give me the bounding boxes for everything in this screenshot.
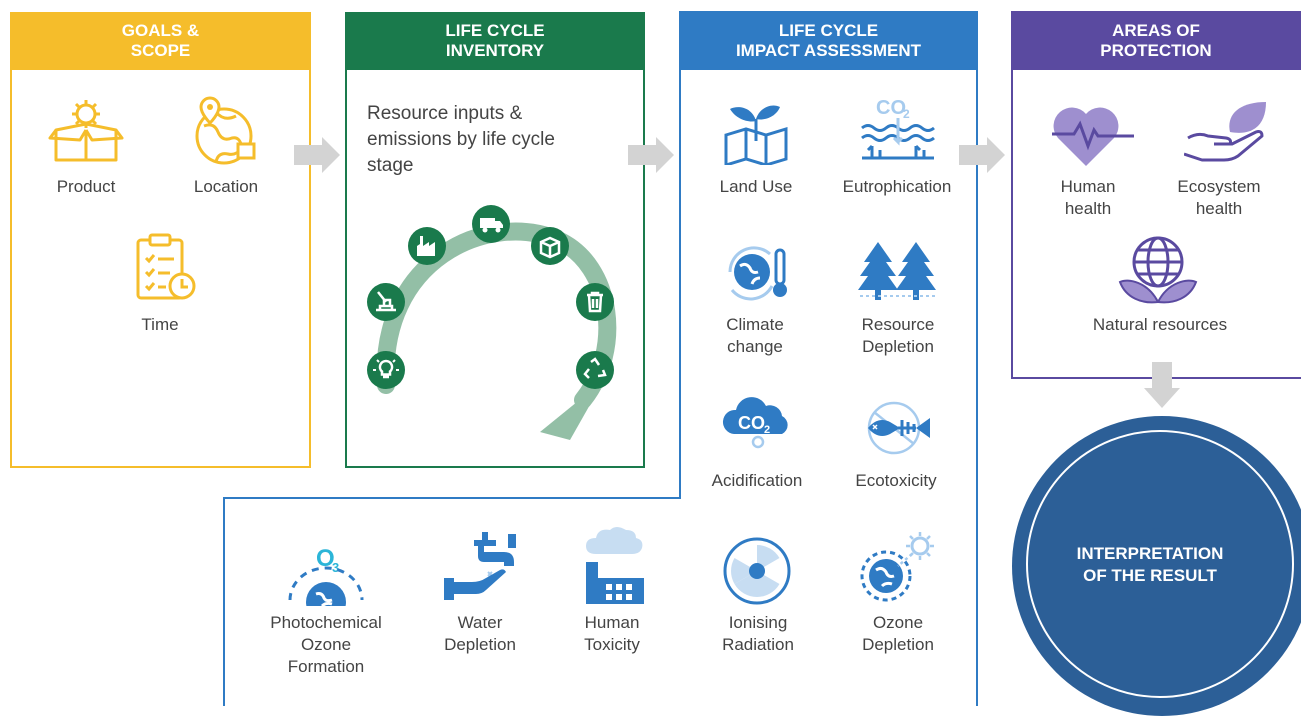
flow-arrow-1 <box>294 137 342 173</box>
interpretation-text: INTERPRETATION OF THE RESULT <box>1030 543 1270 587</box>
svg-text:CO: CO <box>738 413 765 433</box>
human-health-heart-icon <box>1048 104 1136 168</box>
ionising-radiation-icon <box>722 536 792 606</box>
location-label: Location <box>193 177 259 196</box>
ozone-depletion-icon <box>858 530 938 604</box>
transport-truck-icon <box>471 204 511 244</box>
natural-resources-label: Natural resources <box>1092 315 1228 334</box>
water-depletion-tap-icon <box>442 528 522 604</box>
svg-text:CO: CO <box>876 97 906 119</box>
inventory-description: Resource inputs & emissions by life cycl… <box>367 103 555 176</box>
protection-title-line2: PROTECTION <box>1100 41 1212 60</box>
acidification-cloud-co2-icon: CO 2 <box>720 396 796 452</box>
photochemical-ozone-icon: O 3 <box>284 540 368 606</box>
flow-arrow-down <box>1144 362 1180 408</box>
recycle-icon <box>575 350 615 390</box>
acidification-label: Acidification <box>711 471 803 490</box>
clipboard-clock-icon <box>134 232 198 304</box>
idea-bulb-icon <box>366 350 406 390</box>
inventory-title-line1: LIFE CYCLE <box>445 21 545 40</box>
ecotoxicity-label: Ecotoxicity <box>855 471 937 490</box>
resource-depletion-trees-icon <box>858 238 938 304</box>
product-box-gear-icon <box>48 96 124 166</box>
land-use-icon <box>720 97 792 165</box>
human-toxicity-factory-icon <box>576 526 648 606</box>
impact-title-line1: LIFE CYCLE <box>778 21 879 40</box>
goals-scope-header: GOALS & SCOPE <box>10 12 311 70</box>
protection-header: AREAS OF PROTECTION <box>1011 12 1301 70</box>
factory-icon <box>407 226 447 266</box>
product-label: Product <box>56 177 116 196</box>
interpretation-line2: OF THE RESULT <box>1083 566 1217 585</box>
natural-resources-globe-leaves-icon <box>1118 234 1198 306</box>
ecotoxicity-fish-icon <box>862 400 934 456</box>
impact-title-line2: IMPACT ASSESSMENT <box>735 41 922 60</box>
svg-text:3: 3 <box>332 560 339 575</box>
interpretation-line1: INTERPRETATION <box>1076 544 1224 563</box>
flow-arrow-3 <box>959 137 1007 173</box>
inventory-header: LIFE CYCLE INVENTORY <box>345 12 645 70</box>
svg-text:2: 2 <box>764 424 770 436</box>
interpretation-inner-ring <box>1026 430 1294 698</box>
disposal-bin-icon <box>575 282 615 322</box>
globe-location-icon <box>190 96 262 168</box>
protection-title-line1: AREAS OF <box>1112 21 1200 40</box>
svg-text:2: 2 <box>903 107 910 121</box>
extraction-excavator-icon <box>366 282 406 322</box>
climate-change-icon <box>722 240 794 304</box>
goals-title-line2: SCOPE <box>130 41 191 60</box>
land-use-label: Land Use <box>719 177 793 196</box>
time-label: Time <box>141 315 179 334</box>
flow-arrow-2 <box>628 137 676 173</box>
svg-text:O: O <box>316 545 335 572</box>
eutrophication-label: Eutrophication <box>842 177 952 196</box>
packaging-box-icon <box>530 226 570 266</box>
ecosystem-health-hand-leaf-icon <box>1184 98 1274 166</box>
goals-title-line1: GOALS & <box>121 21 200 40</box>
eutrophication-icon: CO 2 <box>858 94 938 162</box>
inventory-title-line2: INVENTORY <box>445 41 545 60</box>
impact-header: LIFE CYCLE IMPACT ASSESSMENT <box>679 12 978 70</box>
